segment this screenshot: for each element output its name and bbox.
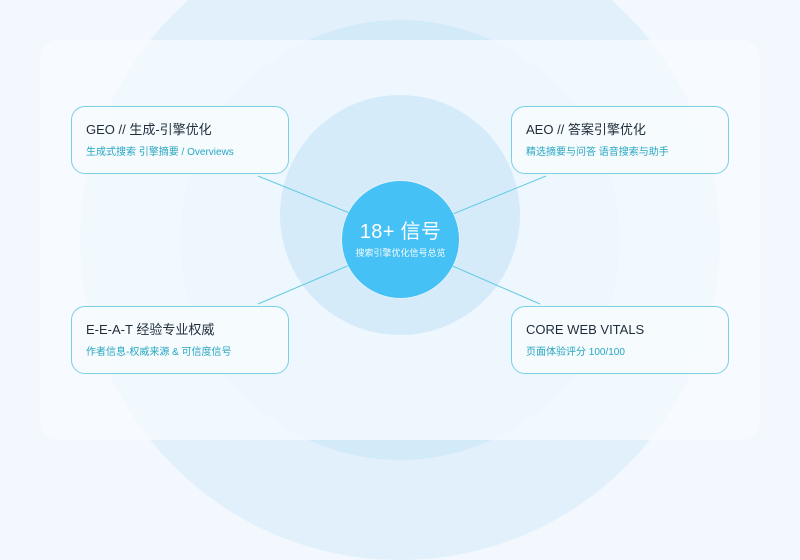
connector-top-right bbox=[447, 175, 547, 217]
signals-hub: 18+ 信号 搜索引擎优化信号总览 bbox=[342, 181, 459, 298]
hub-title: 18+ 信号 bbox=[359, 220, 442, 243]
card-subtitle: 生成式搜索 引擎摘要 / Overviews bbox=[86, 147, 234, 158]
card-subtitle: 作者信息-权威来源 & 可信度信号 bbox=[86, 347, 232, 358]
card-core-web-vitals: CORE WEB VITALS 页面体验评分 100/100 bbox=[511, 306, 729, 374]
card-geo: GEO // 生成-引擎优化 生成式搜索 引擎摘要 / Overviews bbox=[71, 106, 289, 174]
card-subtitle: 精选摘要与问答 语音搜索与助手 bbox=[526, 147, 669, 158]
card-title: GEO // 生成-引擎优化 bbox=[86, 122, 212, 137]
card-subtitle: 页面体验评分 100/100 bbox=[526, 347, 625, 358]
card-aeo: AEO // 答案引擎优化 精选摘要与问答 语音搜索与助手 bbox=[511, 106, 729, 174]
hub-subtitle: 搜索引擎优化信号总览 bbox=[355, 247, 446, 258]
connector-top-left bbox=[257, 175, 353, 215]
card-title: AEO // 答案引擎优化 bbox=[526, 122, 646, 137]
card-title: E-E-A-T 经验专业权威 bbox=[86, 322, 215, 337]
connector-bottom-right bbox=[447, 263, 541, 305]
card-eeat: E-E-A-T 经验专业权威 作者信息-权威来源 & 可信度信号 bbox=[71, 306, 289, 374]
connector-lines bbox=[257, 175, 547, 305]
card-title: CORE WEB VITALS bbox=[526, 322, 645, 337]
connector-bottom-left bbox=[257, 263, 353, 305]
